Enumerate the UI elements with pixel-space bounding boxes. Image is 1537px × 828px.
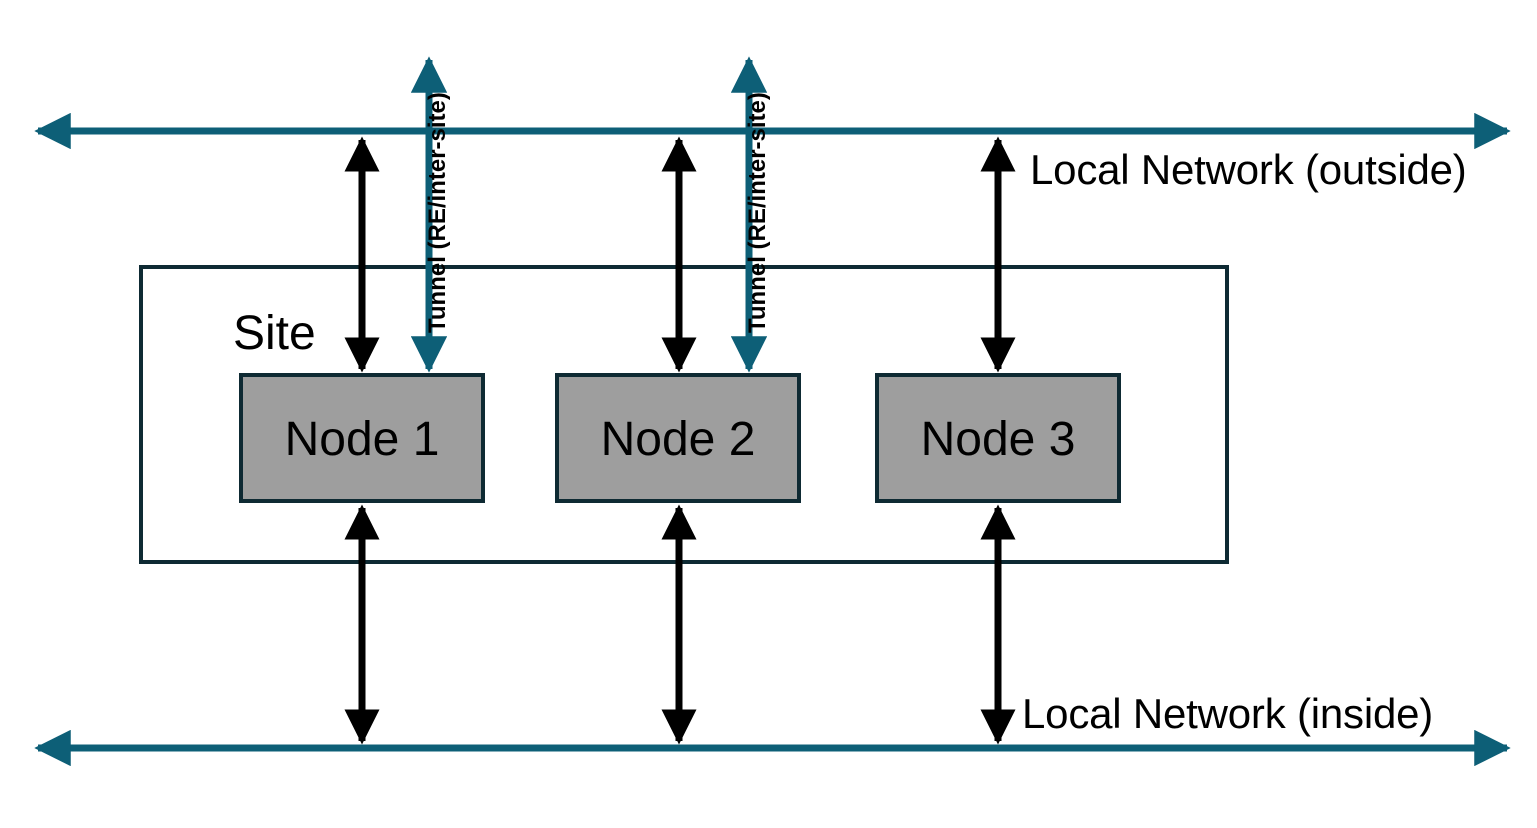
node-box-1[interactable] — [239, 373, 485, 503]
local-network-inside-label: Local Network (inside) — [1022, 690, 1434, 737]
node-label-3: Node 3 — [920, 413, 1076, 466]
site-label: Site — [233, 307, 316, 360]
tunnel-label-node-1: Tunnel (RE/inter-site) — [424, 92, 451, 333]
node-label-2: Node 2 — [600, 413, 756, 466]
local-network-outside-label: Local Network (outside) — [1030, 146, 1467, 193]
tunnel-label-node-2: Tunnel (RE/inter-site) — [744, 92, 771, 333]
node-box-2[interactable] — [555, 373, 801, 503]
node-box-3[interactable] — [875, 373, 1121, 503]
node-label-1: Node 1 — [284, 413, 440, 466]
